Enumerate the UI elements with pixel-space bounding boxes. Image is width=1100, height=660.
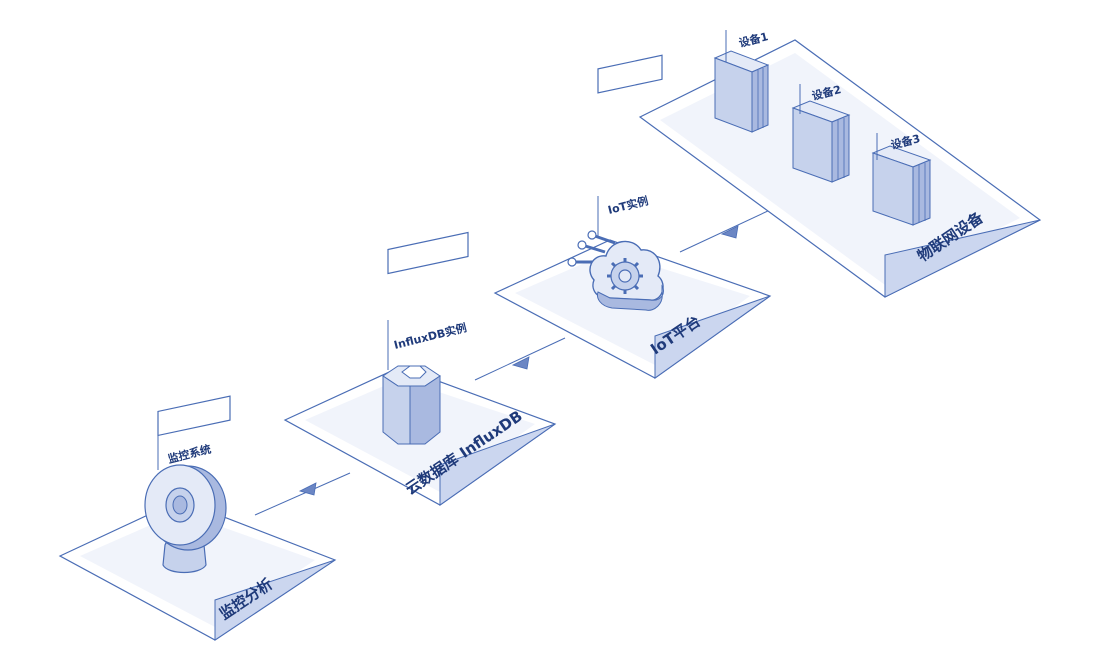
tag-label: 设备1: [737, 29, 769, 50]
arrow-head-icon: [298, 482, 317, 496]
tag-label: InfluxDB实例: [392, 320, 468, 352]
tag-label: 设备3: [889, 131, 921, 152]
tag-label: IoT实例: [606, 193, 649, 217]
database-icon: [382, 365, 441, 445]
tag-label: 监控系统: [166, 442, 212, 466]
tag-device-2: 设备2: [799, 82, 843, 114]
monitor-ring-icon: [144, 464, 227, 574]
arrow-head-icon: [720, 225, 739, 239]
tag-device-1: 设备1: [725, 29, 770, 62]
tag-influx-instance: InfluxDB实例: [387, 231, 469, 370]
tag-label: 设备2: [810, 82, 842, 103]
platform-iot-devices: 物联网设备 设备1: [638, 29, 1042, 298]
platform-monitoring: 监控分析 监控系统: [58, 395, 337, 641]
tag-device-3: 设备3: [876, 131, 922, 160]
cloud-gear-icon: [567, 230, 664, 311]
tag-iot-instance: IoT实例: [597, 54, 663, 236]
device-box-1: [713, 50, 770, 133]
platform-cloud-db: 云数据库 InfluxDB InfluxDB实例: [283, 231, 557, 506]
connector-devices-to-iot: [679, 209, 771, 253]
platform-iot: IoT平台: [493, 54, 772, 379]
device-box-3: [871, 145, 932, 226]
tag-monitor-system: 监控系统: [157, 395, 231, 470]
connector-iot-to-db: [474, 337, 566, 381]
arrow-head-icon: [511, 356, 530, 370]
connector-db-to-monitor: [254, 472, 351, 516]
device-box-2: [791, 100, 851, 183]
